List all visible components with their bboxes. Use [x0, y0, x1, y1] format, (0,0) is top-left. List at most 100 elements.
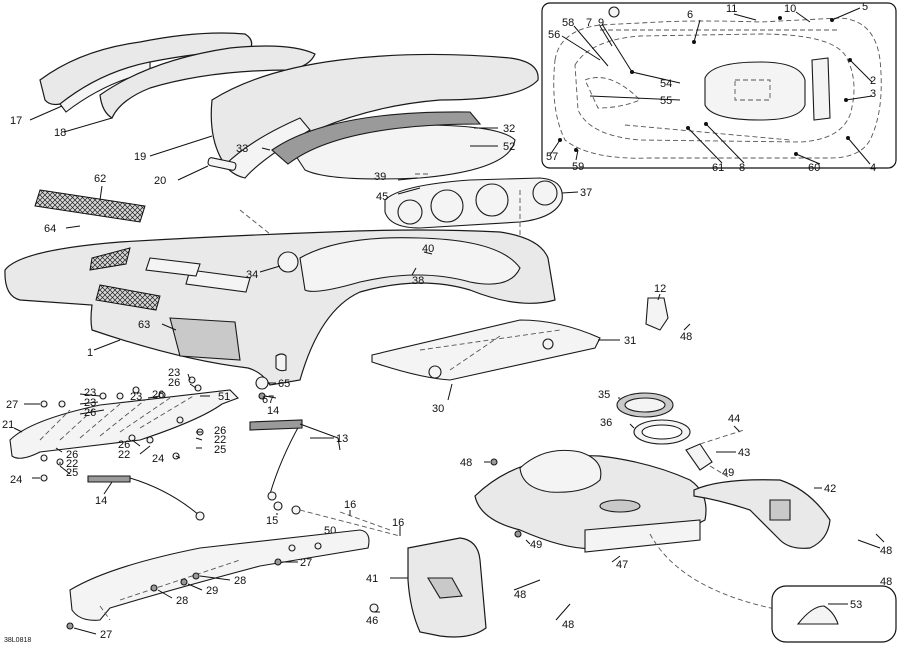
- callout: 39: [374, 171, 386, 183]
- callout: 15: [266, 515, 278, 527]
- callout: 31: [624, 335, 636, 347]
- callout: 26: [66, 449, 78, 461]
- callout: 23: [168, 367, 180, 379]
- callout: 8: [739, 162, 745, 174]
- ring-36: [633, 419, 691, 445]
- callout: 18: [54, 127, 66, 139]
- callout: 52: [503, 141, 515, 153]
- callout: 34: [246, 269, 258, 281]
- inset-center-trim: [734, 79, 771, 101]
- inset-inner-outline: [574, 33, 855, 143]
- callout: 43: [738, 447, 750, 459]
- hood-body: [4, 229, 556, 386]
- callout: 23: [84, 387, 96, 399]
- callout: 60: [808, 162, 820, 174]
- callout: 24: [152, 453, 164, 465]
- callout: 26: [84, 407, 96, 419]
- callout: 36: [600, 417, 612, 429]
- callout: 64: [44, 223, 56, 235]
- callout: 35: [598, 389, 610, 401]
- callout: 25: [66, 467, 78, 479]
- callout: 56: [548, 29, 560, 41]
- callout: 42: [824, 483, 836, 495]
- callout: 22: [118, 449, 130, 461]
- callout: 26: [214, 425, 226, 437]
- callout: 24: [10, 474, 22, 486]
- callout: 65: [278, 378, 290, 390]
- callout: 40: [422, 243, 434, 255]
- callout: 67: [262, 394, 274, 406]
- callout: 2: [870, 75, 876, 87]
- clip-15: [273, 501, 301, 515]
- callout: 58: [562, 17, 574, 29]
- callout: 22: [214, 434, 226, 446]
- callout: 12: [654, 283, 666, 295]
- seal-35: [616, 392, 674, 418]
- inset-fastener-9: [608, 6, 620, 18]
- callout: 38: [412, 275, 424, 287]
- diagram-code: 38L0818: [4, 637, 31, 644]
- bracket-43: [685, 443, 713, 471]
- callout: 48: [880, 545, 892, 557]
- callout: 9: [598, 17, 604, 29]
- callout: 32: [503, 123, 515, 135]
- gauge-cluster: [384, 177, 563, 229]
- callout: 14: [95, 495, 107, 507]
- callout: 16: [344, 499, 356, 511]
- inset-console-opening: [704, 61, 806, 121]
- hardware-cluster: [40, 376, 204, 482]
- side-panel-42: [693, 479, 831, 549]
- callout: 26: [168, 377, 180, 389]
- side-panel-41: [369, 537, 487, 638]
- callout: 41: [366, 573, 378, 585]
- cable-13: [249, 419, 341, 501]
- clip-20: [207, 157, 237, 171]
- callout: 21: [2, 419, 14, 431]
- rear-bumper: [69, 529, 370, 621]
- callout: 61: [712, 162, 724, 174]
- inset-side-trim: [811, 57, 831, 121]
- callout: 10: [784, 3, 796, 15]
- front-bumper-21: [9, 389, 239, 459]
- callout: 5: [862, 1, 868, 13]
- inset-outer-outline: [553, 17, 882, 159]
- callout: 27: [100, 629, 112, 641]
- callout: 30: [432, 403, 444, 415]
- callout: 6: [687, 9, 693, 21]
- callout: 47: [616, 559, 628, 571]
- callout: 14: [267, 405, 279, 417]
- callout: 48: [514, 589, 526, 601]
- callout: 1: [87, 347, 93, 359]
- detail-53: [771, 585, 897, 643]
- belly-pan-47: [474, 449, 707, 553]
- callout: 25: [214, 444, 226, 456]
- cable-14: [87, 475, 205, 521]
- callout: 54: [660, 78, 672, 90]
- callout: 45: [376, 191, 388, 203]
- callout: 48: [680, 331, 692, 343]
- callout: 19: [134, 151, 146, 163]
- callout: 27: [6, 399, 18, 411]
- inset-view: 56 58 7 9 6 11 10 5 2 3 4 60 8 61 54 55 …: [541, 1, 897, 174]
- callout: 29: [206, 585, 218, 597]
- callout: 48: [880, 576, 892, 588]
- callout: 27: [300, 557, 312, 569]
- callout: 26: [152, 389, 164, 401]
- callout: 46: [366, 615, 378, 627]
- callout: 48: [562, 619, 574, 631]
- callout: 57: [546, 151, 558, 163]
- callout: 55: [660, 95, 672, 107]
- vent-grille-62: [34, 189, 146, 223]
- callout: 4: [870, 162, 876, 174]
- bracket-12: [645, 297, 669, 331]
- callout: 28: [176, 595, 188, 607]
- grommet-65: [255, 376, 269, 390]
- callout: 11: [726, 3, 737, 15]
- callout: 48: [460, 457, 472, 469]
- callout: 33: [236, 143, 248, 155]
- callout: 51: [218, 391, 230, 403]
- callout: 16: [392, 517, 404, 529]
- callout: 17: [10, 115, 22, 127]
- callout: 7: [586, 17, 592, 29]
